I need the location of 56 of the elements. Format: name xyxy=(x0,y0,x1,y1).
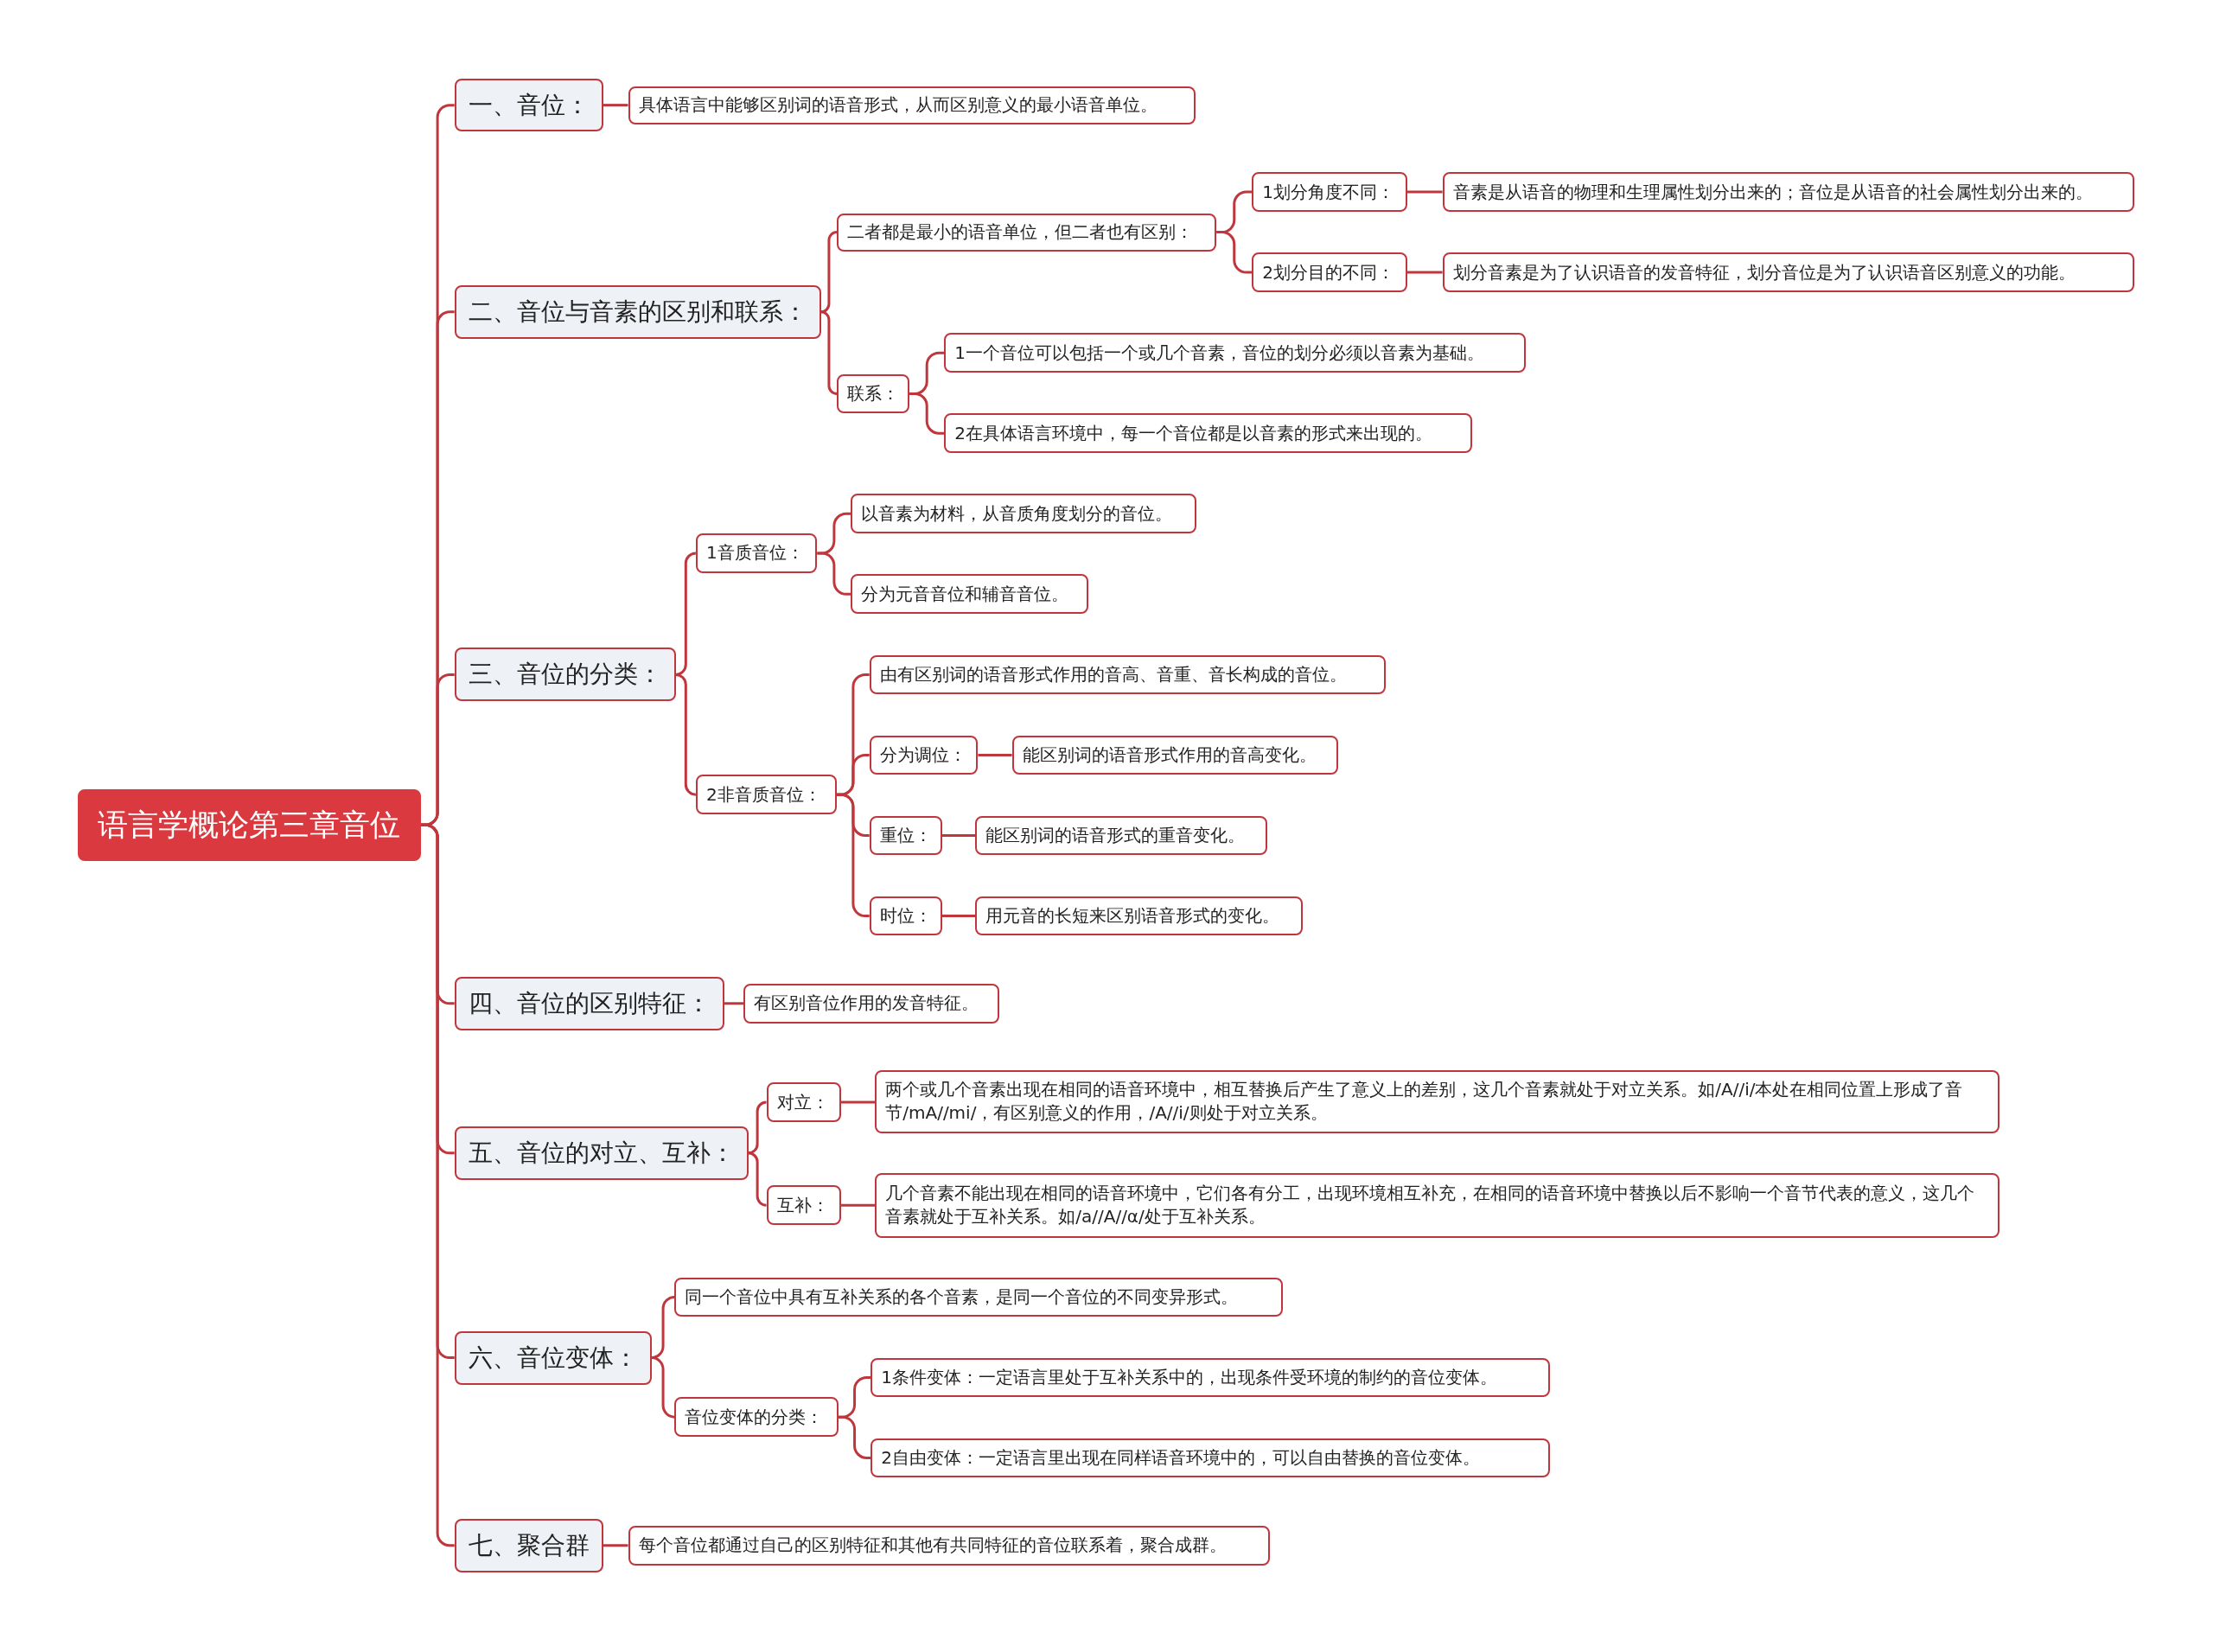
connector-line xyxy=(820,310,839,395)
subtopic-box: 音素是从语音的物理和生理属性划分出来的；音位是从语音的社会属性划分出来的。 xyxy=(1442,172,2134,212)
connector-line xyxy=(941,915,976,918)
connector-line xyxy=(941,834,976,837)
connector-line xyxy=(747,1100,768,1155)
main-topic-box: 二、音位与音素的区别和联系： xyxy=(454,284,821,339)
subtopic-box: 几个音素不能出现在相同的语音环境中，它们各有分工，出现环境相互补充，在相同的语音环境中替换以后不影响一个音节代表的意义，这几个音素就处于互补关系。如/a//A//α/处于互补关系。 xyxy=(875,1172,2000,1238)
connector-line xyxy=(841,1100,876,1104)
subtopic-box: 2自由变体：一定语言里出现在同样语音环境中的，可以自由替换的音位变体。 xyxy=(871,1438,1550,1478)
subtopic-box: 两个或几个音素出现在相同的语音环境中，相互替换后产生了意义上的差别，这几个音素就处于对立关系。如/A//i/本处在相同位置上形成了音节/mA//mi/，有区别意义的作用，/A//i/则处于对立关系。 xyxy=(875,1069,2000,1133)
subtopic-box: 互补： xyxy=(766,1185,842,1226)
connector-line xyxy=(841,1203,876,1207)
subtopic-box: 重位： xyxy=(869,815,942,856)
subtopic-box: 2划分目的不同： xyxy=(1252,252,1407,292)
connector-line xyxy=(978,753,1012,756)
connector-line xyxy=(817,552,851,596)
subtopic-box: 2非音质音位： xyxy=(695,775,838,814)
subtopic-box: 联系： xyxy=(837,373,910,414)
connector-line xyxy=(603,104,628,107)
main-topic-box: 三、音位的分类： xyxy=(454,647,676,702)
connector-line xyxy=(1406,271,1443,274)
central-topic-box: 语言学概论第三章音位 xyxy=(77,788,421,861)
subtopic-box: 能区别词的语音形式的重音变化。 xyxy=(975,815,1268,856)
main-topic-box: 一、音位： xyxy=(454,79,603,131)
connector-line xyxy=(603,1544,628,1547)
connector-line xyxy=(838,1415,871,1459)
subtopic-box: 1音质音位： xyxy=(695,533,818,573)
subtopic-box: 1划分角度不同： xyxy=(1252,172,1407,212)
subtopic-box: 以音素为材料，从音质角度划分的音位。 xyxy=(851,494,1197,534)
subtopic-box: 音位变体的分类： xyxy=(674,1397,839,1437)
main-topic-box: 四、音位的区别特征： xyxy=(454,976,724,1030)
main-topic-box: 六、音位变体： xyxy=(454,1330,652,1385)
subtopic-box: 1一个音位可以包括一个或几个音素，音位的划分必须以音素为基础。 xyxy=(944,333,1526,373)
subtopic-box: 有区别音位作用的发音特征。 xyxy=(743,983,999,1024)
subtopic-box: 二者都是最小的语音单位，但二者也有区别： xyxy=(837,213,1217,252)
connector-line xyxy=(650,1356,676,1419)
subtopic-box: 划分音素是为了认识语音的发音特征，划分音位是为了认识语音区别意义的功能。 xyxy=(1442,252,2134,292)
main-topic-box: 五、音位的对立、互补： xyxy=(454,1126,749,1180)
subtopic-box: 对立： xyxy=(766,1082,842,1122)
subtopic-box: 分为调位： xyxy=(869,735,979,775)
subtopic-box: 分为元音音位和辅音音位。 xyxy=(851,574,1088,615)
subtopic-box: 1条件变体：一定语言里处于互补关系中的，出现条件受环境的制约的音位变体。 xyxy=(871,1357,1550,1398)
subtopic-box: 2在具体语言环境中，每一个音位都是以音素的形式来出现的。 xyxy=(944,413,1472,454)
subtopic-box: 用元音的长短来区别语音形式的变化。 xyxy=(975,896,1303,936)
main-topic-box: 七、聚合群 xyxy=(454,1518,603,1572)
connector-line xyxy=(909,392,945,435)
connector-line xyxy=(747,1151,768,1207)
subtopic-box: 同一个音位中具有互补关系的各个音素，是同一个音位的不同变异形式。 xyxy=(674,1277,1284,1317)
subtopic-box: 能区别词的语音形式作用的音高变化。 xyxy=(1011,735,1338,775)
subtopic-box: 每个音位都通过自己的区别特征和其他有共同特征的音位联系着，聚合成群。 xyxy=(628,1525,1271,1566)
subtopic-box: 时位： xyxy=(869,896,942,936)
subtopic-box: 具体语言中能够区别词的语音形式，从而区别意义的最小语音单位。 xyxy=(628,86,1196,124)
connector-line xyxy=(1406,190,1443,194)
connector-line xyxy=(1216,231,1253,274)
connector-line xyxy=(724,1002,744,1005)
subtopic-box: 由有区别词的语音形式作用的音高、音重、音长构成的音位。 xyxy=(869,654,1387,695)
